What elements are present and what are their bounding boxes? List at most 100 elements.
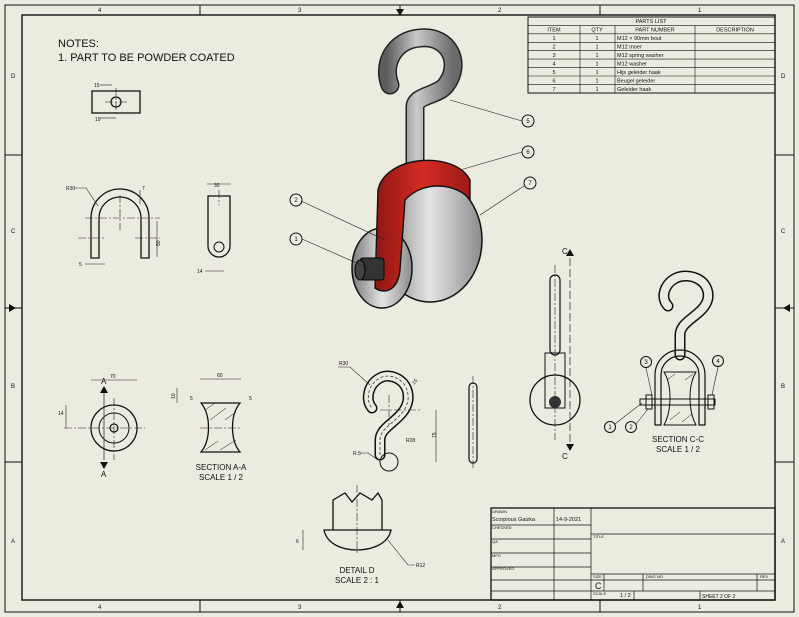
svg-text:4: 4	[98, 605, 102, 611]
svg-text:C: C	[11, 229, 16, 235]
svg-text:19: 19	[95, 117, 101, 123]
bracket-front-view: R30 7 50 5	[66, 186, 162, 268]
svg-text:C: C	[562, 247, 568, 256]
svg-text:D: D	[11, 74, 16, 80]
note-1: 1. PART TO BE POWDER COATED	[58, 52, 235, 64]
svg-text:C: C	[595, 581, 602, 591]
parts-list-cell: 5	[552, 70, 555, 76]
zone-labels: 4 3 2 1 4 3 2 1 D C B A D C B A	[11, 8, 786, 611]
svg-text:75: 75	[432, 432, 438, 438]
svg-text:70: 70	[110, 374, 116, 380]
parts-list-cell: M12 spring washer	[617, 53, 664, 59]
bracket-side-view: 30 14	[197, 183, 231, 275]
svg-text:SCALE 2 : 1: SCALE 2 : 1	[335, 576, 380, 585]
svg-text:2: 2	[498, 8, 502, 14]
svg-text:2: 2	[629, 425, 633, 431]
svg-text:10: 10	[171, 393, 177, 399]
svg-text:15: 15	[94, 83, 100, 89]
title-block: DRAWN Scorpious Gaizka 14-9-2021 CHECKED…	[490, 507, 776, 601]
svg-text:2: 2	[294, 198, 298, 204]
parts-list-cell: 4	[552, 61, 555, 67]
notes: NOTES: 1. PART TO BE POWDER COATED	[58, 38, 235, 64]
hook-side-view	[468, 376, 478, 470]
parts-list-cell: Geleider haak	[617, 87, 651, 93]
svg-text:SCALE 1 / 2: SCALE 1 / 2	[199, 473, 244, 482]
svg-text:PARTS LIST: PARTS LIST	[636, 19, 668, 25]
svg-text:3: 3	[298, 605, 302, 611]
svg-text:QA: QA	[492, 539, 498, 544]
svg-text:DRAWN: DRAWN	[492, 509, 507, 514]
svg-text:4: 4	[716, 359, 720, 365]
svg-text:60: 60	[217, 373, 223, 379]
svg-text:3: 3	[644, 360, 648, 366]
parts-list: PARTS LIST ITEM QTY PART NUMBER DESCRIPT…	[527, 16, 776, 94]
parts-list-cell: 1	[552, 36, 555, 42]
parts-list-cell: 2	[552, 45, 555, 51]
svg-text:5: 5	[526, 119, 530, 125]
svg-text:1: 1	[698, 605, 702, 611]
svg-text:7: 7	[528, 181, 532, 187]
svg-text:14: 14	[58, 411, 64, 417]
svg-text:15: 15	[411, 378, 419, 386]
svg-text:MFG: MFG	[492, 553, 501, 558]
assembly-side-view: C C	[529, 247, 581, 461]
svg-text:50: 50	[156, 240, 162, 246]
svg-text:SCALE: SCALE	[593, 591, 606, 596]
svg-text:QTY: QTY	[591, 28, 603, 34]
svg-text:A: A	[11, 539, 15, 545]
svg-text:DETAIL D: DETAIL D	[339, 566, 374, 575]
drawn-date: 14-9-2021	[556, 517, 581, 523]
svg-text:7: 7	[142, 186, 145, 192]
svg-text:R30: R30	[66, 186, 75, 192]
svg-text:R.5: R.5	[353, 451, 361, 457]
parts-list-cell: 6	[552, 78, 555, 84]
svg-text:A: A	[101, 377, 107, 386]
svg-text:6: 6	[526, 150, 530, 156]
svg-text:D: D	[781, 74, 786, 80]
parts-list-cell: Hijs geleider haak	[617, 70, 661, 76]
section-cc-view: 3 4 1 2 SECTION C-C SCALE 1 / 2	[604, 270, 724, 454]
parts-list-cell: Beugel geleider	[617, 78, 655, 84]
svg-text:14: 14	[197, 269, 203, 275]
svg-text:TITLE: TITLE	[593, 534, 604, 539]
svg-text:R30: R30	[339, 361, 348, 367]
svg-text:C: C	[781, 229, 786, 235]
svg-text:SECTION A-A: SECTION A-A	[196, 463, 247, 472]
parts-list-cell: M12 × 90mm bout	[617, 36, 662, 42]
parts-list-cell: 1	[595, 45, 598, 51]
notes-title: NOTES:	[58, 38, 99, 50]
parts-list-cell: M12 moer	[617, 45, 642, 51]
svg-text:B: B	[11, 384, 15, 390]
svg-text:2: 2	[498, 605, 502, 611]
parts-list-cell: 1	[595, 53, 598, 59]
parts-list-cell: 1	[595, 70, 598, 76]
svg-text:1: 1	[608, 425, 612, 431]
balloon-callouts: 1 2 5 6 7	[289, 99, 537, 269]
svg-text:6: 6	[296, 539, 299, 545]
hook-view: 75 R30 15 R28 R.5	[338, 361, 438, 472]
svg-text:1: 1	[698, 8, 702, 14]
svg-text:APPROVED: APPROVED	[492, 566, 514, 571]
svg-text:B: B	[781, 384, 785, 390]
svg-text:5: 5	[249, 396, 252, 402]
svg-text:SIZE: SIZE	[593, 574, 602, 579]
parts-list-cell: 1	[595, 61, 598, 67]
drawn-by: Scorpious Gaizka	[492, 517, 536, 523]
svg-text:PART NUMBER: PART NUMBER	[635, 28, 674, 34]
parts-list-cell: M12 washer	[617, 61, 647, 67]
svg-text:R28: R28	[406, 438, 415, 444]
sheet-border	[4, 4, 795, 613]
parts-list-cell: 1	[595, 36, 598, 42]
svg-text:SCALE 1 / 2: SCALE 1 / 2	[656, 445, 701, 454]
parts-list-cell: 7	[552, 87, 555, 93]
svg-text:4: 4	[98, 8, 102, 14]
svg-text:C: C	[562, 452, 568, 461]
svg-text:ITEM: ITEM	[547, 28, 561, 34]
parts-list-cell: 1	[595, 78, 598, 84]
svg-text:30: 30	[214, 183, 220, 189]
parts-list-cell: 1	[595, 87, 598, 93]
svg-text:1 / 2: 1 / 2	[620, 593, 631, 599]
assembly-3d-render	[351, 28, 483, 309]
section-aa-view: 60 10 5 5 SECTION A-A SCALE 1 / 2	[171, 373, 252, 482]
